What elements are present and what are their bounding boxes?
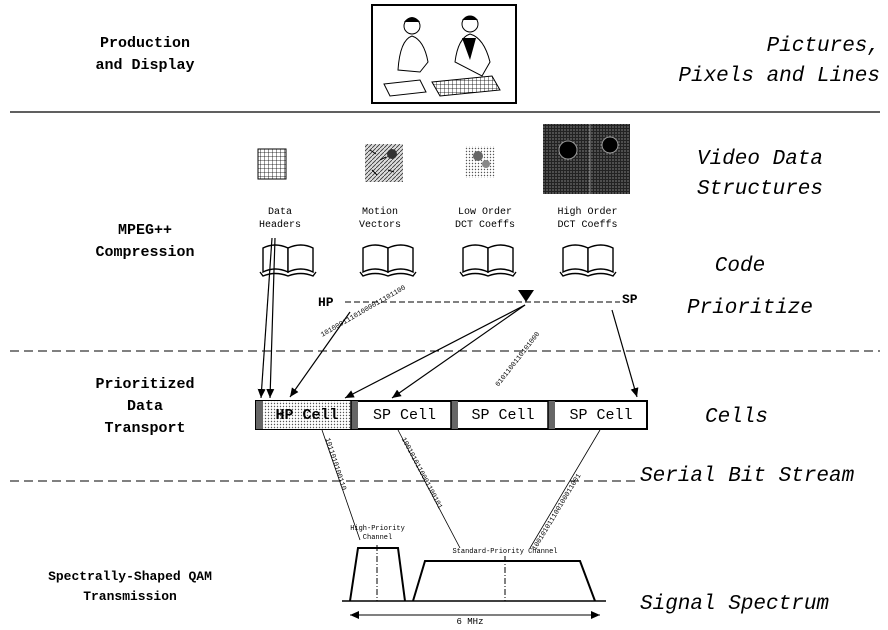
sp-cell: SP Cell (555, 401, 647, 429)
sp-channel-label: Standard-Priority Channel (430, 546, 580, 559)
hp-channel-label: High-Priority Channel (340, 525, 415, 543)
codebook-icon (260, 245, 316, 276)
priority-switch-icon (518, 290, 534, 302)
production-picture (372, 5, 516, 103)
sp-cell: SP Cell (458, 401, 548, 429)
bandwidth-label: 6 MHz (440, 616, 500, 628)
codebook-icon (560, 245, 616, 276)
codebook-icon (460, 245, 516, 276)
codebook-icon (360, 245, 416, 276)
low-order-dct-image (465, 146, 495, 178)
sp-cell: SP Cell (358, 401, 451, 429)
high-order-dct-image (543, 124, 630, 194)
motion-vectors-image (365, 144, 403, 182)
hp-cell: HP Cell (263, 401, 351, 429)
data-headers-image (258, 149, 286, 179)
